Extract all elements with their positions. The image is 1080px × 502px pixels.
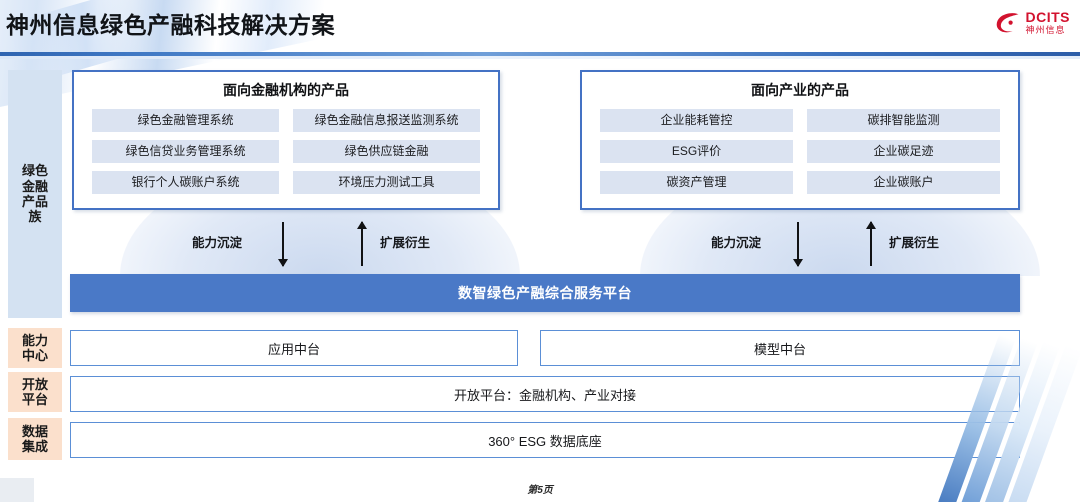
row-data-base-label: 360° ESG 数据底座 <box>488 433 602 449</box>
sidebar-label-open-platform: 开放 平台 <box>21 376 48 407</box>
brand-logo: DCITS 神州信息 <box>995 10 1071 35</box>
arrow-up-icon-left <box>357 221 367 266</box>
product-chip[interactable]: 碳排智能监测 <box>807 109 1000 132</box>
product-chip[interactable]: 银行个人碳账户系统 <box>92 171 279 194</box>
platform-bar[interactable]: 数智绿色产融综合服务平台 <box>70 274 1020 312</box>
logo-wordmark: DCITS <box>1025 9 1070 25</box>
platform-bar-label: 数智绿色产融综合服务平台 <box>458 285 632 301</box>
product-chip[interactable]: 绿色金融管理系统 <box>92 109 279 132</box>
sidebar-item-green-finance-family[interactable]: 绿色 金融 产品 族 <box>8 70 62 318</box>
sidebar-item-ability-center[interactable]: 能力 中心 <box>8 328 62 368</box>
product-chip[interactable]: 碳资产管理 <box>600 171 793 194</box>
row-app-middle-label: 应用中台 <box>267 341 320 357</box>
sidebar-label-green-finance-family: 绿色 金融 产品 族 <box>21 163 48 225</box>
product-chip[interactable]: 绿色金融信息报送监测系统 <box>293 109 480 132</box>
product-chip[interactable]: 企业碳足迹 <box>807 140 1000 163</box>
panel-title-financial: 面向金融机构的产品 <box>223 82 349 98</box>
panel-title-industry: 面向产业的产品 <box>751 82 849 98</box>
flow-label-left-derive: 扩展衍生 <box>380 236 431 250</box>
flow-label-left-precipitate: 能力沉淀 <box>192 236 243 250</box>
chip-grid-industry: 企业能耗管控 碳排智能监测 ESG评价 企业碳足迹 碳资产管理 企业碳账户 <box>582 109 1018 194</box>
arrow-up-icon-right <box>866 221 876 266</box>
panel-financial-institution-products: 面向金融机构的产品 绿色金融管理系统 绿色金融信息报送监测系统 绿色信贷业务管理… <box>72 70 500 210</box>
sidebar-item-open-platform[interactable]: 开放 平台 <box>8 372 62 412</box>
flow-label-right-precipitate: 能力沉淀 <box>711 236 762 250</box>
header-divider-glow <box>0 56 1080 59</box>
arrow-down-icon-left <box>278 222 288 267</box>
header-divider-line <box>0 52 1080 56</box>
sidebar-label-data-integration: 数据 集成 <box>21 423 48 454</box>
chip-grid-financial: 绿色金融管理系统 绿色金融信息报送监测系统 绿色信贷业务管理系统 绿色供应链金融… <box>74 109 498 194</box>
row-open-platform-label: 开放平台：金融机构、产业对接 <box>453 387 636 403</box>
row-model-middle-label: 模型中台 <box>753 341 806 357</box>
row-open-platform[interactable]: 开放平台：金融机构、产业对接 <box>70 376 1020 412</box>
row-data-base[interactable]: 360° ESG 数据底座 <box>70 422 1020 458</box>
arrow-down-icon-right <box>793 222 803 267</box>
logo-subtext: 神州信息 <box>1025 25 1066 35</box>
flow-label-right-derive: 扩展衍生 <box>889 236 940 250</box>
dcits-swoosh-icon <box>995 11 1021 35</box>
product-chip[interactable]: 企业能耗管控 <box>600 109 793 132</box>
page-title: 神州信息绿色产融科技解决方案 <box>6 12 335 38</box>
sidebar-item-data-integration[interactable]: 数据 集成 <box>8 418 62 460</box>
product-chip[interactable]: 环境压力测试工具 <box>293 171 480 194</box>
panel-industry-products: 面向产业的产品 企业能耗管控 碳排智能监测 ESG评价 企业碳足迹 碳资产管理 … <box>580 70 1020 210</box>
product-chip[interactable]: 企业碳账户 <box>807 171 1000 194</box>
bottom-left-decoration-block <box>0 478 34 502</box>
product-chip[interactable]: 绿色供应链金融 <box>293 140 480 163</box>
product-chip[interactable]: 绿色信贷业务管理系统 <box>92 140 279 163</box>
footer-page-number: 第5页 <box>527 485 553 496</box>
row-model-middle-platform[interactable]: 模型中台 <box>540 330 1020 366</box>
row-app-middle-platform[interactable]: 应用中台 <box>70 330 518 366</box>
product-chip[interactable]: ESG评价 <box>600 140 793 163</box>
sidebar-label-ability-center: 能力 中心 <box>21 332 48 363</box>
